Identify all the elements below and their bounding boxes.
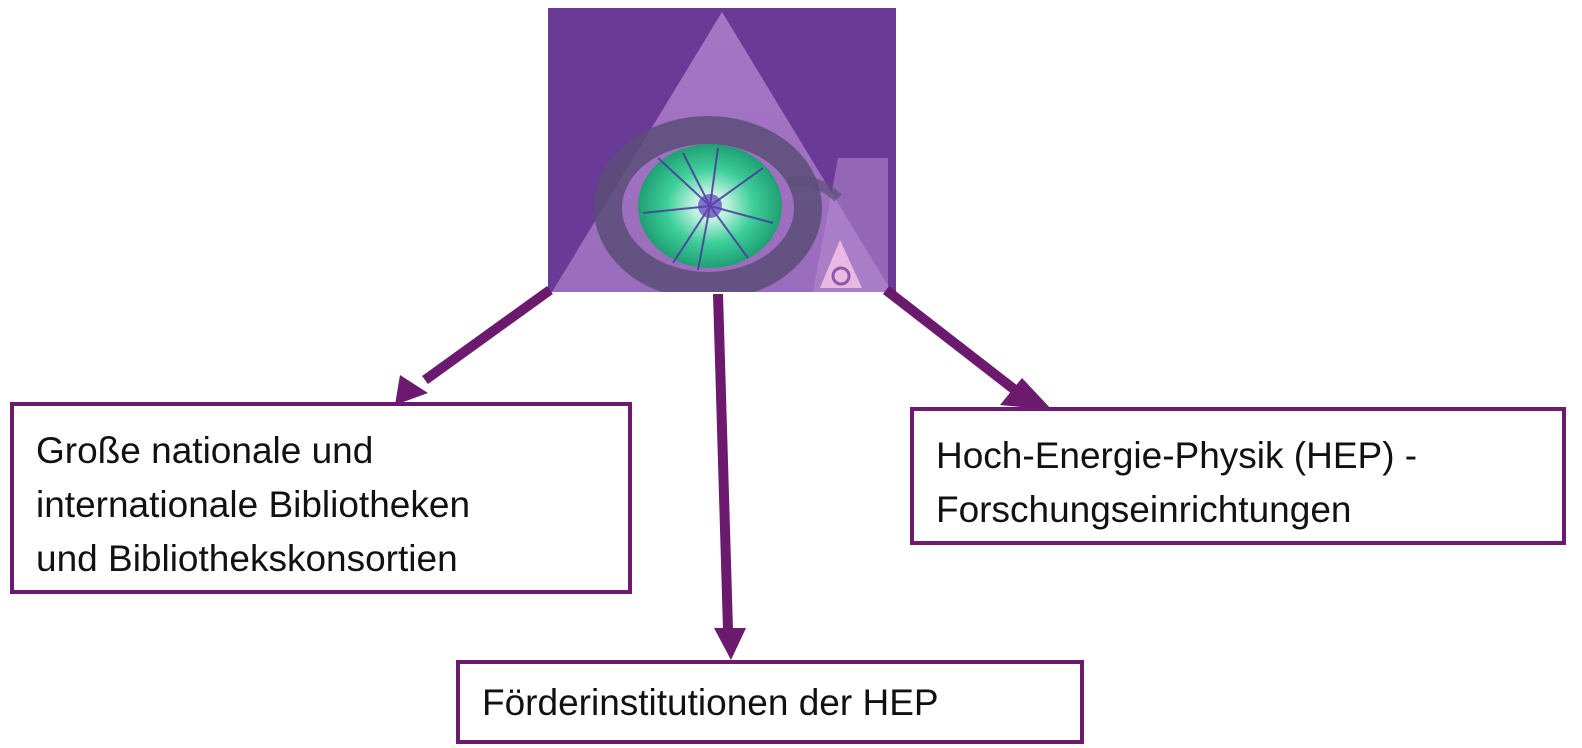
box-libraries-line-1: Große nationale und bbox=[36, 430, 374, 471]
arrow-right bbox=[882, 286, 1019, 394]
box-funding-agencies: Förderinstitutionen der HEP bbox=[456, 660, 1084, 744]
arrow-right-head bbox=[1000, 378, 1052, 410]
arrow-left bbox=[422, 285, 553, 385]
arrow-left-head bbox=[395, 375, 428, 405]
box-libraries: Große nationale und internationale Bibli… bbox=[10, 402, 632, 594]
box-libraries-line-2: internationale Bibliotheken bbox=[36, 484, 471, 525]
arrow-center-head bbox=[714, 628, 746, 660]
box-libraries-line-3: und Bibliothekskonsortien bbox=[36, 538, 458, 579]
box-funding-agencies-line-1: Förderinstitutionen der HEP bbox=[482, 682, 939, 723]
arrow-center bbox=[713, 293, 733, 631]
box-hep-research-line-1: Hoch-Energie-Physik (HEP) - bbox=[936, 435, 1418, 476]
box-hep-research-line-2: Forschungseinrichtungen bbox=[936, 489, 1352, 530]
box-hep-research: Hoch-Energie-Physik (HEP) - Forschungsei… bbox=[910, 407, 1566, 545]
scoap-eye-logo-icon bbox=[548, 8, 896, 292]
